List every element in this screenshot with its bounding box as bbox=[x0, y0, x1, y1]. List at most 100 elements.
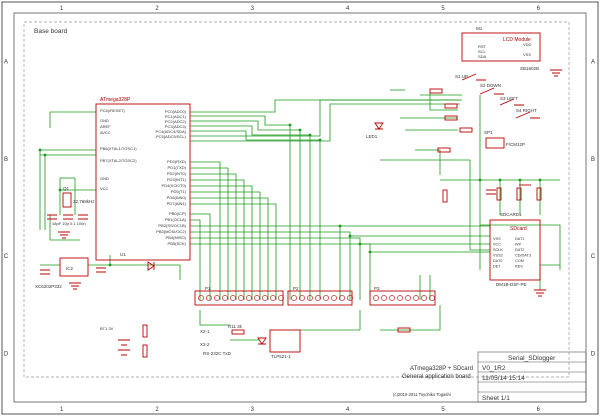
connector-pin bbox=[291, 295, 297, 301]
mcu-right-pin: PB1(OC1A) bbox=[165, 217, 187, 222]
sdcard-label: SDcard bbox=[510, 226, 527, 232]
connector-p1 bbox=[194, 290, 284, 306]
column-marker-top: 1 bbox=[60, 6, 64, 12]
connector-pin bbox=[315, 295, 321, 301]
mcu-right-pin: PC0(ADC0) bbox=[165, 109, 187, 114]
connector-pin bbox=[397, 295, 403, 301]
title-subtitle: General application board bbox=[402, 374, 471, 380]
lcd-body bbox=[461, 32, 541, 62]
mcu-ref: U1 bbox=[120, 252, 126, 257]
connector-pin bbox=[421, 295, 427, 301]
mcu-right-pin: PC4(ADC4/SDA) bbox=[156, 129, 187, 134]
mcu-left-pin: GND bbox=[100, 118, 109, 123]
lcd-pin-sda: SDA bbox=[478, 54, 487, 59]
mcu-left-pin: VCC bbox=[100, 186, 109, 191]
connector-pin bbox=[214, 295, 220, 301]
connector-pin bbox=[339, 295, 345, 301]
column-marker-bottom: 3 bbox=[251, 407, 255, 413]
row-marker-left: B bbox=[4, 157, 8, 163]
column-marker-bottom: 1 bbox=[60, 407, 64, 413]
sdcard-pin: WP bbox=[515, 243, 522, 247]
mcu-right-pin: PD7(AIN1) bbox=[167, 201, 187, 206]
battery-label: BT1 3V bbox=[100, 326, 114, 331]
speaker-part: F/CM12P bbox=[506, 142, 525, 147]
column-marker-bottom: 2 bbox=[155, 407, 159, 413]
mcu-right-pin: PD4(XCK/T0) bbox=[162, 183, 187, 188]
crystal-body bbox=[62, 192, 72, 208]
mcu-right-pin: PD6(AIN0) bbox=[167, 195, 187, 200]
mcu-name: ATmega328P bbox=[100, 97, 131, 103]
row-marker-right: C bbox=[591, 254, 596, 260]
inner-frame bbox=[13, 12, 587, 403]
title-copyright: (c)2010-2011 Toyohiko Togashi bbox=[393, 392, 451, 397]
connector-pin bbox=[198, 295, 204, 301]
lcd-pin-scl: SCL bbox=[478, 49, 487, 54]
connector-pin bbox=[238, 295, 244, 301]
button-s4: S4 RIGHT bbox=[516, 108, 537, 113]
mcu-left-pins: PC6(/RESET)GNDAREFAVCCPB6(XTAL1/TOSC1)PB… bbox=[100, 108, 137, 191]
title-name: Serial_SDlogger bbox=[508, 355, 556, 362]
sdcard-part: DM1B-DSF-PE bbox=[496, 282, 527, 287]
mcu-right-pin: PC3(ADC3) bbox=[165, 124, 187, 129]
junctions bbox=[38, 123, 542, 267]
serial-x2-1: X2-1 bbox=[200, 329, 210, 334]
connector-pin bbox=[331, 295, 337, 301]
speaker-body bbox=[485, 137, 505, 149]
sdcard-body bbox=[489, 219, 541, 281]
sdcard-pin: DET bbox=[493, 265, 501, 269]
connector-pin bbox=[413, 295, 419, 301]
base-board-box bbox=[23, 21, 570, 378]
row-marker-left: A bbox=[4, 60, 8, 66]
sdcard-pin: COM bbox=[515, 259, 524, 263]
title-project: ATmega328P + SDcard bbox=[410, 366, 473, 372]
button-s1: S1 UP bbox=[455, 74, 468, 79]
row-marker-left: D bbox=[4, 351, 9, 357]
sdcard-pin: VSS2 bbox=[493, 254, 503, 258]
lcd-part: SB1602B bbox=[520, 66, 539, 71]
photocoupler-body bbox=[269, 329, 301, 353]
mcu-left-pin: PB7(XTAL2/TOSC2) bbox=[100, 158, 137, 163]
connector-p2-label: P2 bbox=[293, 286, 299, 291]
mcu-right-pin: PB4(MISO) bbox=[166, 235, 187, 240]
connector-p2 bbox=[287, 290, 353, 306]
regulator-ref: IC2 bbox=[66, 266, 74, 271]
column-marker-bottom: 6 bbox=[537, 407, 541, 413]
regulator-body bbox=[59, 257, 89, 277]
mcu-right-pin: PB3(MOSI/OC2) bbox=[156, 229, 186, 234]
mcu-right-pin: PD0(RXD) bbox=[167, 159, 187, 164]
title-date: 11/05/14 15:14 bbox=[482, 375, 525, 382]
connector-p3 bbox=[369, 290, 436, 306]
mcu-body bbox=[95, 103, 191, 261]
column-marker-top: 2 bbox=[155, 6, 159, 12]
title-block: ATmega328P + SDcard General application … bbox=[393, 351, 587, 403]
sdcard-pin: DAT1 bbox=[515, 237, 524, 241]
button-s2: S2 DOWN bbox=[480, 83, 501, 88]
mcu-right-pin: PD2(INT0) bbox=[167, 171, 187, 176]
sdcard-pin: RES bbox=[515, 265, 523, 269]
sdcard-pin: VCC bbox=[493, 243, 501, 247]
mcu-right-pins: PC0(ADC0)PC1(ADC1)PC2(ADC2)PC3(ADC3)PC4(… bbox=[156, 109, 187, 246]
connector-pin bbox=[373, 295, 379, 301]
mcu-right-pin: PB0(ICP) bbox=[169, 211, 187, 216]
sdcard-pins: VSSVCCSCLKVSS2DAT0DETDAT1WPDAT2CD/DAT3CO… bbox=[493, 237, 531, 269]
crystal-caps: 18pF 10p 0.1 100n bbox=[52, 221, 86, 226]
title-sheet: Sheet 1/1 bbox=[482, 395, 510, 402]
sdcard-pin: CD/DAT3 bbox=[515, 254, 531, 258]
connector-pin bbox=[299, 295, 305, 301]
title-version: V0_1R2 bbox=[482, 365, 506, 372]
mcu-right-pin: PD3(INT1) bbox=[167, 177, 187, 182]
lcd-title: LCD Module bbox=[503, 37, 531, 43]
column-marker-top: 6 bbox=[537, 6, 541, 12]
components bbox=[40, 32, 562, 358]
row-marker-right: D bbox=[591, 351, 596, 357]
mcu-right-pin: PB5(SCK) bbox=[168, 241, 187, 246]
column-marker-bottom: 4 bbox=[346, 407, 350, 413]
connector-pin bbox=[262, 295, 268, 301]
wires bbox=[39, 89, 561, 341]
connector-pin bbox=[429, 295, 435, 301]
mcu-left-pin: AVCC bbox=[100, 130, 111, 135]
led-label: LED1 bbox=[366, 134, 378, 139]
mcu-right-pin: PC5(ADC5/SCL) bbox=[156, 134, 187, 139]
